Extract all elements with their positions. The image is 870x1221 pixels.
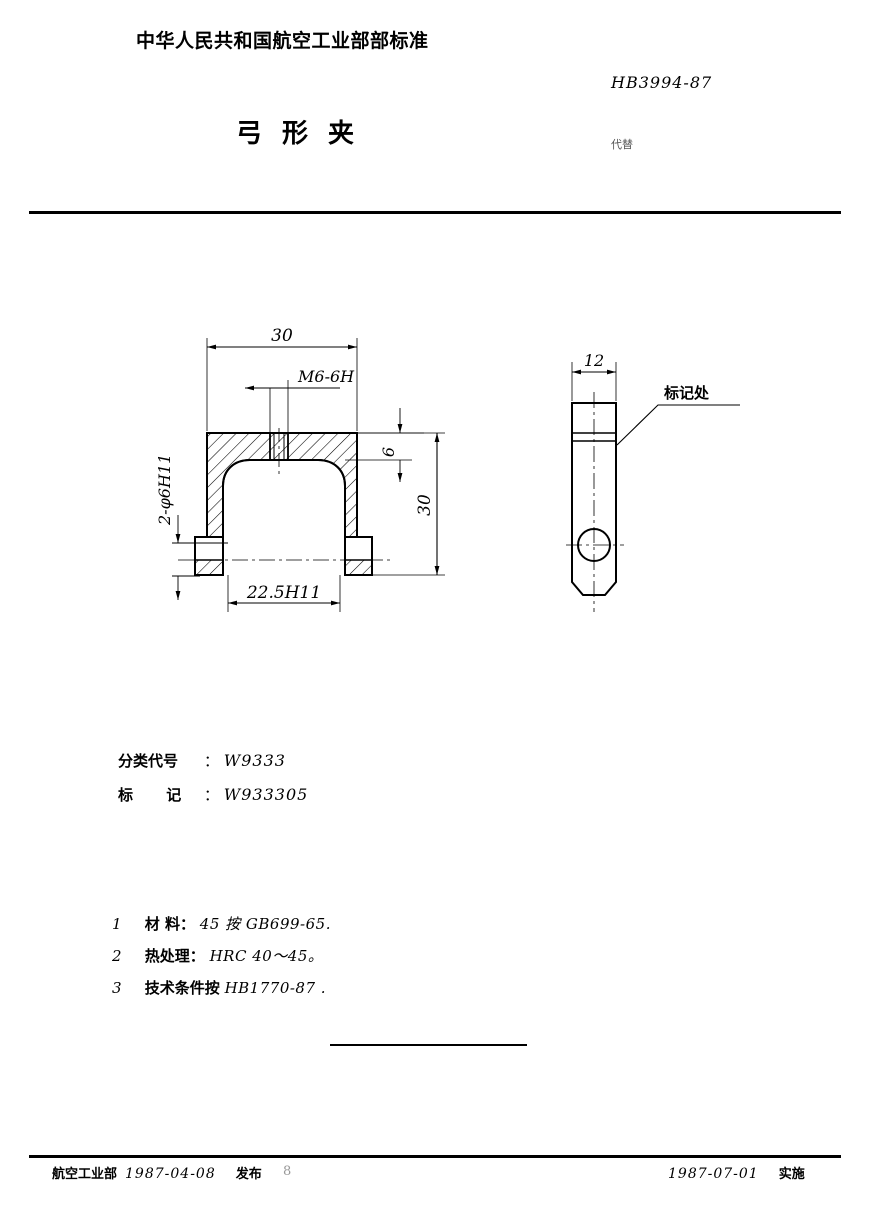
dim-side-12: 12: [584, 351, 604, 370]
note-label: 热处理：: [144, 947, 205, 965]
side-view-geometry: [566, 392, 624, 612]
header-divider-rule: [29, 211, 841, 214]
marking-code-value: W933305: [223, 785, 309, 804]
marking-code-label: 标 记: [118, 786, 196, 804]
footer-issue-block: 航空工业部 1987-04-08 发布: [52, 1163, 262, 1182]
dim-height-30: 30: [415, 494, 435, 516]
classification-code-value: W9333: [223, 751, 286, 770]
footer-issuer: 航空工业部: [52, 1167, 118, 1182]
classification-row: 分类代号 ： W9333: [118, 744, 308, 778]
footer-effective-action: 实施: [778, 1167, 805, 1182]
side-view-width-dimension: 12: [571, 351, 617, 401]
section-divider-rule: [330, 1044, 527, 1046]
front-view-slot-dimension: 22.5H11: [227, 575, 341, 612]
dim-thickness-6: 6: [379, 447, 398, 457]
note-number: 3: [112, 979, 122, 997]
footer-effective-block: 1987-07-01 实施: [660, 1163, 805, 1182]
note-number: 2: [112, 947, 122, 965]
replaces-label: 代替: [611, 138, 633, 151]
note-value: 45 按 GB699-65.: [199, 915, 331, 933]
note-item: 2 热处理： HRC 40～45。: [112, 940, 331, 972]
front-view-width-dimension: 30: [206, 326, 358, 431]
note-item: 1 材 料： 45 按 GB699-65.: [112, 908, 331, 940]
dim-hole-2-phi6h11: 2-φ6H11: [155, 454, 174, 526]
ministry-standard-header: 中华人民共和国航空工业部部标准: [136, 30, 429, 52]
front-view-height-dimension: 30: [357, 432, 445, 576]
page-number: 8: [283, 1164, 292, 1179]
page-title: 弓形夹: [236, 119, 375, 149]
dim-thread-m6: M6-6H: [297, 367, 355, 386]
footer-effective-date: 1987-07-01: [668, 1166, 759, 1182]
note-label: 材 料：: [144, 915, 196, 933]
note-item: 3 技术条件按 HB1770-87 .: [112, 972, 331, 1004]
note-marking-location: 标记处: [663, 384, 710, 402]
marking-row: 标 记 ： W933305: [118, 778, 308, 812]
classification-block: 分类代号 ： W9333 标 记 ： W933305: [118, 744, 308, 812]
marking-code-separator: ：: [204, 786, 220, 804]
note-value: HB1770-87 .: [224, 979, 327, 997]
standard-number: HB3994-87: [611, 73, 713, 92]
front-view-geometry: [178, 428, 392, 576]
dim-width-30: 30: [271, 326, 293, 346]
marking-location-leader: 标记处: [616, 384, 740, 446]
note-label: 技术条件按: [144, 979, 220, 997]
technical-drawing: 30 M6-6H 2-φ6H11 6: [155, 326, 740, 612]
classification-code-label: 分类代号: [118, 752, 179, 770]
note-number: 1: [112, 915, 122, 933]
note-value: HRC 40～45。: [209, 947, 324, 965]
footer-divider-rule: [29, 1155, 841, 1158]
hole-callout: 2-φ6H11: [155, 454, 228, 600]
technical-notes-list: 1 材 料： 45 按 GB699-65. 2 热处理： HRC 40～45。 …: [112, 908, 331, 1004]
footer-issue-action: 发布: [235, 1167, 262, 1182]
dim-slot-22-5h11: 22.5H11: [246, 583, 321, 603]
thread-callout-leader: M6-6H: [245, 367, 355, 433]
footer-issue-date: 1987-04-08: [125, 1166, 216, 1182]
classification-code-separator: ：: [204, 752, 220, 770]
